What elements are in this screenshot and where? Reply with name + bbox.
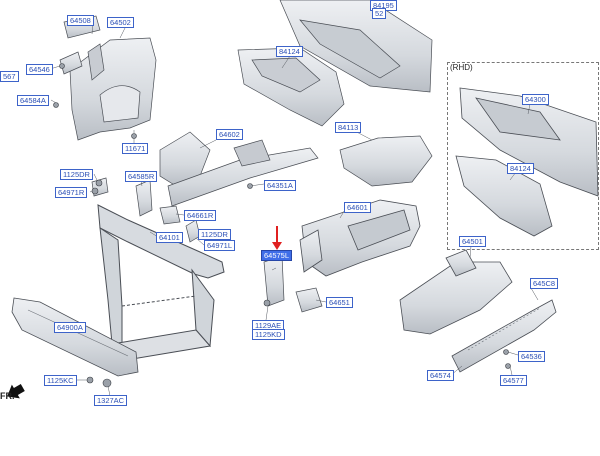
heat-shield-part[interactable]	[339, 135, 433, 187]
callout-1125kc[interactable]: 1125KC	[44, 375, 77, 386]
side-member-upper-part[interactable]	[159, 131, 319, 207]
front-direction-arrow-icon	[7, 384, 25, 399]
callout-64300[interactable]: 64300	[522, 94, 549, 105]
dash-panel-upper-part[interactable]	[279, 0, 433, 93]
callout-84124-rhd[interactable]: 84124	[507, 163, 534, 174]
callout-64900a[interactable]: 64900A	[54, 322, 86, 333]
marker-arrow	[272, 226, 282, 250]
callout-64651[interactable]: 64651	[326, 297, 353, 308]
callout-64601[interactable]: 64601	[344, 202, 371, 213]
callout-52[interactable]: 52	[372, 8, 387, 19]
rhd-dash-insulator-part[interactable]	[455, 155, 553, 237]
callout-1125kd[interactable]: 1125KD	[252, 329, 285, 340]
callout-11671[interactable]: 11671	[122, 143, 149, 154]
callout-567[interactable]: 567	[0, 71, 19, 82]
fender-apron-part[interactable]	[59, 15, 157, 141]
dash-insulator-part[interactable]	[237, 47, 345, 127]
rhd-label: (RHD)	[450, 63, 473, 72]
lower-side-member-part[interactable]	[399, 249, 513, 335]
callout-64508[interactable]: 64508	[67, 15, 94, 26]
front-side-member-part[interactable]	[299, 199, 421, 277]
callout-64577[interactable]: 64577	[500, 375, 527, 386]
callout-64502[interactable]: 64502	[107, 17, 134, 28]
rhd-dash-panel-part[interactable]	[459, 87, 599, 197]
bumper-beam-part[interactable]	[11, 297, 139, 377]
callout-64546[interactable]: 64546	[26, 64, 53, 75]
callout-1327ac[interactable]: 1327AC	[94, 395, 128, 406]
sill-extension-part[interactable]	[451, 299, 557, 373]
callout-64501[interactable]: 64501	[459, 236, 486, 247]
callout-64661r[interactable]: 64661R	[184, 210, 217, 221]
callout-64575l-highlighted[interactable]: 64575L	[261, 250, 293, 261]
callout-84113[interactable]: 84113	[335, 122, 362, 133]
callout-64351a[interactable]: 64351A	[264, 180, 296, 191]
bracket-parts[interactable]	[91, 177, 323, 313]
callout-645c8[interactable]: 645C8	[530, 278, 559, 289]
callout-64574[interactable]: 64574	[427, 370, 454, 381]
callout-64971l[interactable]: 64971L	[204, 240, 236, 251]
callout-64101[interactable]: 64101	[156, 232, 183, 243]
callout-64971r[interactable]: 64971R	[55, 187, 88, 198]
callout-1125dr-upper[interactable]: 1125DR	[60, 169, 93, 180]
rhd-variant-frame	[447, 62, 599, 250]
callout-64536[interactable]: 64536	[518, 351, 545, 362]
callout-64585r[interactable]: 64585R	[125, 171, 158, 182]
front-direction-label: FR.	[0, 391, 15, 401]
callout-64602[interactable]: 64602	[216, 129, 243, 140]
callout-64584a[interactable]: 64584A	[17, 95, 49, 106]
fastener-symbols	[53, 63, 511, 388]
callout-84124-upper[interactable]: 84124	[276, 46, 303, 57]
callout-1125dr-lower[interactable]: 1125DR	[198, 229, 231, 240]
